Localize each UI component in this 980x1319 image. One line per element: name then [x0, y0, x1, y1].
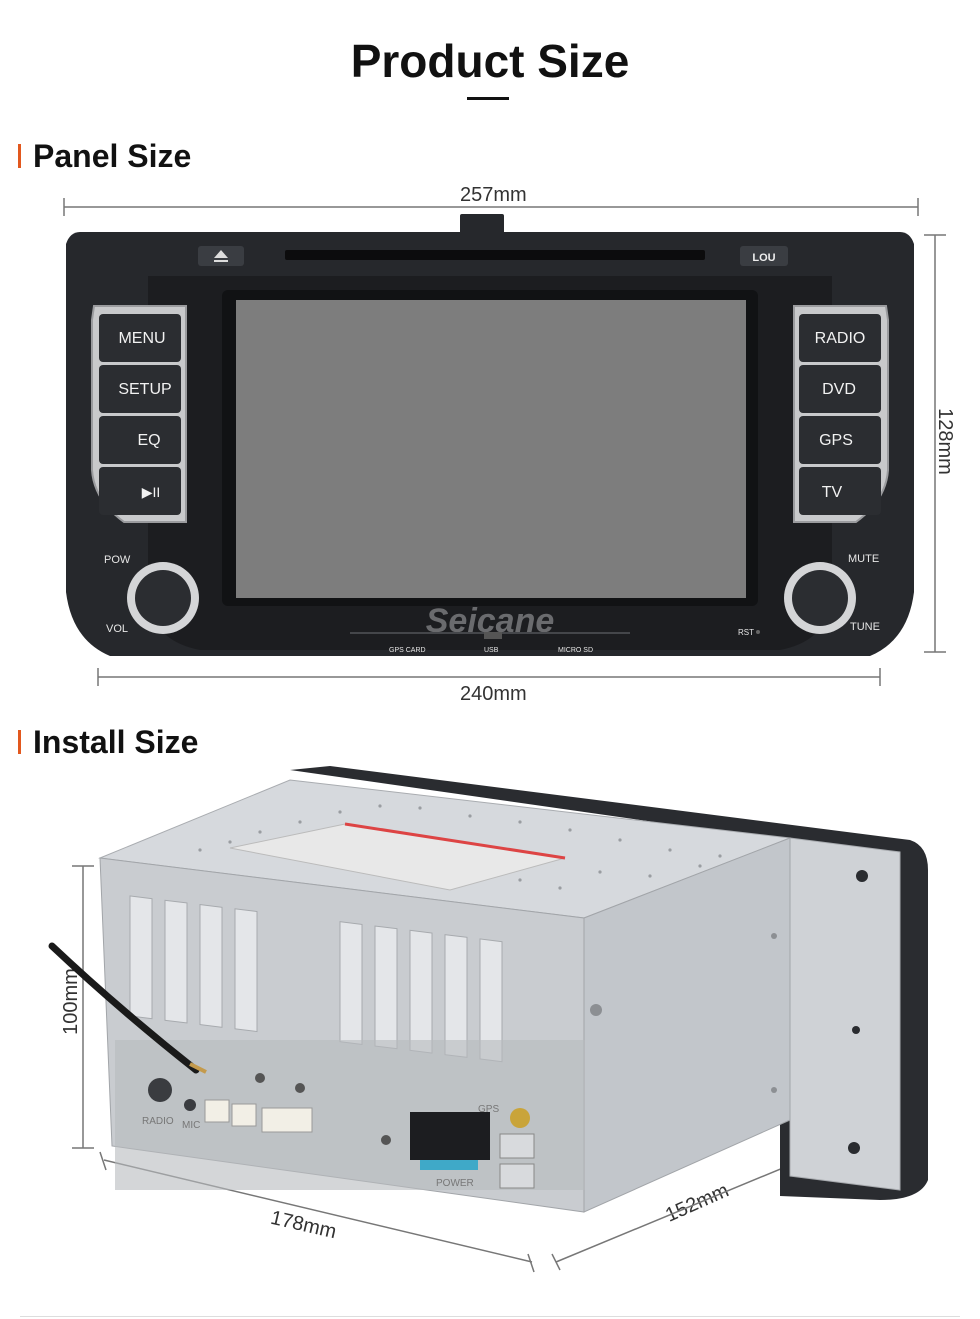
panel-width-top-label: 257mm — [460, 184, 527, 206]
vol-label: VOL — [106, 623, 128, 635]
disc-slot — [285, 250, 705, 260]
eject-icon — [214, 250, 228, 258]
svg-text:GPS: GPS — [819, 432, 853, 449]
usb-port-2 — [499, 1163, 535, 1189]
svg-text:LOU: LOU — [752, 252, 775, 264]
usb-port-1 — [499, 1133, 535, 1159]
panel-back-plate — [789, 837, 901, 1191]
install-size-heading-text: Install Size — [33, 723, 199, 760]
svg-text:MENU: MENU — [118, 330, 165, 347]
gps-port-label: GPS — [478, 1104, 499, 1115]
mic-jack — [184, 1099, 196, 1111]
micro-sd-label: MICRO SD — [558, 647, 593, 654]
panel-illustration: LOU MENU SETUP EQ ▶II RADIO DVD GPS TV P… — [63, 198, 946, 686]
tune-label: TUNE — [850, 621, 880, 633]
gps-antenna-connector — [510, 1108, 530, 1128]
footer-divider — [20, 1316, 960, 1317]
svg-text:DVD: DVD — [822, 381, 856, 398]
usb-port — [484, 632, 502, 639]
mic-port-label: MIC — [182, 1120, 200, 1131]
heat-sink — [129, 895, 503, 1063]
radio-port-label: RADIO — [142, 1116, 174, 1127]
antenna-cable — [48, 942, 200, 1074]
power-connector — [410, 1112, 490, 1160]
radio-antenna-jack — [148, 1078, 172, 1102]
wiring-connector-1 — [204, 1099, 230, 1123]
heading-accent-bar — [18, 144, 21, 168]
wiring-connector-3 — [261, 1107, 313, 1133]
panel-width-bottom-label: 240mm — [460, 683, 527, 705]
gps-card-label: GPS CARD — [389, 647, 426, 654]
mute-label: MUTE — [848, 553, 879, 565]
svg-text:▶II: ▶II — [142, 484, 161, 500]
chassis-top-vents — [198, 804, 722, 890]
panel-height-dimension-line — [924, 234, 946, 653]
page-title: Product Size — [350, 35, 630, 87]
power-port-label: POWER — [436, 1178, 474, 1189]
pow-label: POW — [104, 554, 131, 566]
rst-label: RST — [738, 628, 754, 637]
install-size-heading: Install Size — [18, 722, 198, 762]
svg-text:RADIO: RADIO — [815, 330, 866, 347]
title-underline — [467, 97, 509, 100]
panel-size-heading-text: Panel Size — [33, 137, 192, 174]
fuse — [420, 1160, 478, 1170]
install-illustration: GPS POWER RADIO MIC — [48, 766, 928, 1273]
usb-label: USB — [484, 647, 499, 654]
svg-text:SETUP: SETUP — [118, 381, 171, 398]
install-height-dimension-line — [72, 865, 94, 1149]
panel-top-dimension-line — [63, 198, 919, 216]
right-buttons: RADIO DVD GPS TV — [799, 314, 881, 515]
panel-bottom-dimension-line — [97, 668, 881, 686]
tune-knob — [784, 562, 856, 634]
svg-text:EQ: EQ — [137, 432, 160, 449]
top-clip — [460, 214, 504, 234]
screen — [236, 300, 746, 598]
volume-knob — [127, 562, 199, 634]
wiring-connector-2 — [231, 1103, 257, 1127]
svg-text:TV: TV — [822, 484, 843, 501]
lou-button — [740, 246, 788, 266]
panel-size-heading: Panel Size — [18, 136, 191, 176]
heading-accent-bar — [18, 730, 21, 754]
left-buttons: MENU SETUP EQ ▶II — [99, 314, 181, 515]
